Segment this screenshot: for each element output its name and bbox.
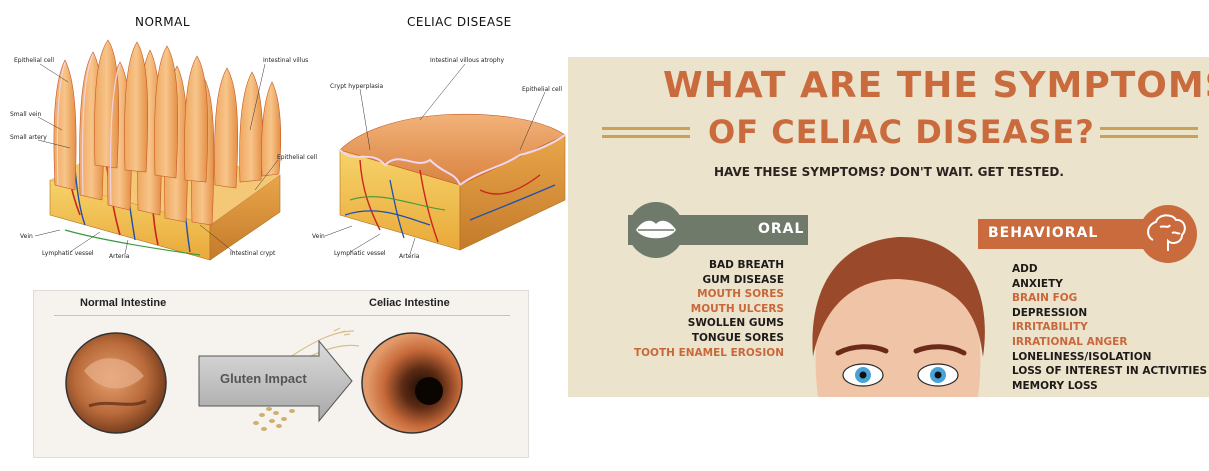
title-rule-left bbox=[602, 127, 690, 130]
behavioral-symptom: IRRATIONAL ANGER bbox=[1012, 335, 1128, 348]
label-intestinal-crypt: Intestinal crypt bbox=[230, 250, 276, 257]
photo-comparison-panel: Normal Intestine Celiac Intestine bbox=[33, 290, 529, 458]
label-small-vein: Small vein bbox=[10, 111, 42, 118]
oral-badge bbox=[628, 202, 1197, 397]
normal-title: NORMAL bbox=[135, 15, 191, 29]
infographic-title-line1: WHAT ARE THE SYMPTOMS bbox=[663, 65, 1209, 106]
label-lymphatic-vessel: Lymphatic vessel bbox=[42, 250, 94, 257]
title-rule-right bbox=[1100, 127, 1198, 130]
gluten-impact-label: Gluten Impact bbox=[220, 371, 307, 386]
oral-symptom: SWOLLEN GUMS bbox=[687, 317, 784, 330]
celiac-title: CELIAC DISEASE bbox=[407, 15, 512, 29]
behavioral-label: BEHAVIORAL bbox=[988, 225, 1099, 241]
face-illustration bbox=[815, 256, 981, 397]
celiac-intestine-heading: Celiac Intestine bbox=[369, 297, 450, 309]
label-celiac-vein: Vein bbox=[312, 233, 325, 240]
label-villous-atrophy: Intestinal villous atrophy bbox=[430, 57, 505, 64]
behavioral-symptom: LONELINESS/ISOLATION bbox=[1012, 350, 1152, 363]
behavioral-symptom: ADD bbox=[1012, 263, 1038, 275]
behavioral-symptom: BRAIN FOG bbox=[1012, 292, 1078, 305]
oral-symptom: MOUTH ULCERS bbox=[690, 302, 784, 315]
label-arteria: Arteria bbox=[109, 253, 130, 260]
oral-symptom: GUM DISEASE bbox=[702, 273, 784, 286]
infographic-title-line2: OF CELIAC DISEASE? bbox=[708, 113, 1095, 151]
symptoms-infographic: WHAT ARE THE SYMPTOMS OF CELIAC DISEASE?… bbox=[568, 57, 1209, 397]
behavioral-symptom: ANXIETY bbox=[1012, 277, 1063, 290]
oral-symptom: MOUTH SORES bbox=[697, 288, 784, 301]
label-small-artery: Small artery bbox=[10, 134, 47, 141]
label-crypt-hyperplasia: Crypt hyperplasia bbox=[330, 83, 384, 90]
behavioral-symptom: MEMORY LOSS bbox=[1012, 379, 1098, 392]
label-epithelial-cell-right: Epithelial cell bbox=[277, 154, 318, 161]
oral-symptom-list: BAD BREATH GUM DISEASE MOUTH SORES MOUTH… bbox=[634, 258, 784, 360]
title-rule-right-2 bbox=[1100, 135, 1198, 138]
oral-label: ORAL bbox=[758, 221, 805, 237]
normal-villi-illustration bbox=[34, 39, 566, 261]
oral-symptom: TONGUE SORES bbox=[691, 331, 784, 344]
label-celiac-lymphatic-vessel: Lymphatic vessel bbox=[334, 250, 386, 257]
title-rule-left-2 bbox=[602, 135, 690, 138]
label-epithelial-cell: Epithelial cell bbox=[14, 57, 55, 64]
heading-rule bbox=[54, 315, 510, 316]
behavioral-symptom: IRRITABILITY bbox=[1012, 321, 1088, 334]
behavioral-symptom: DEPRESSION bbox=[1012, 306, 1088, 319]
label-vein: Vein bbox=[20, 233, 33, 240]
behavioral-symptom: LOSS OF INTEREST IN ACTIVITIES bbox=[1012, 365, 1208, 378]
oral-symptom: TOOTH ENAMEL EROSION bbox=[633, 346, 784, 359]
label-intestinal-villus: Intestinal villus bbox=[263, 57, 309, 64]
photo-comparison-art bbox=[65, 327, 463, 434]
oral-symptom: BAD BREATH bbox=[708, 259, 784, 271]
label-celiac-arteria: Arteria bbox=[399, 253, 420, 260]
behavioral-symptom-list: ADD ANXIETY BRAIN FOG DEPRESSION IRRITAB… bbox=[1012, 262, 1207, 393]
label-celiac-epithelial-cell: Epithelial cell bbox=[522, 86, 563, 93]
normal-intestine-heading: Normal Intestine bbox=[80, 297, 167, 309]
diagram-panel: NORMAL CELIAC DISEASE bbox=[0, 0, 570, 280]
brain-icon bbox=[1147, 214, 1186, 251]
infographic-subtitle: HAVE THESE SYMPTOMS? DON'T WAIT. GET TES… bbox=[714, 165, 1064, 179]
